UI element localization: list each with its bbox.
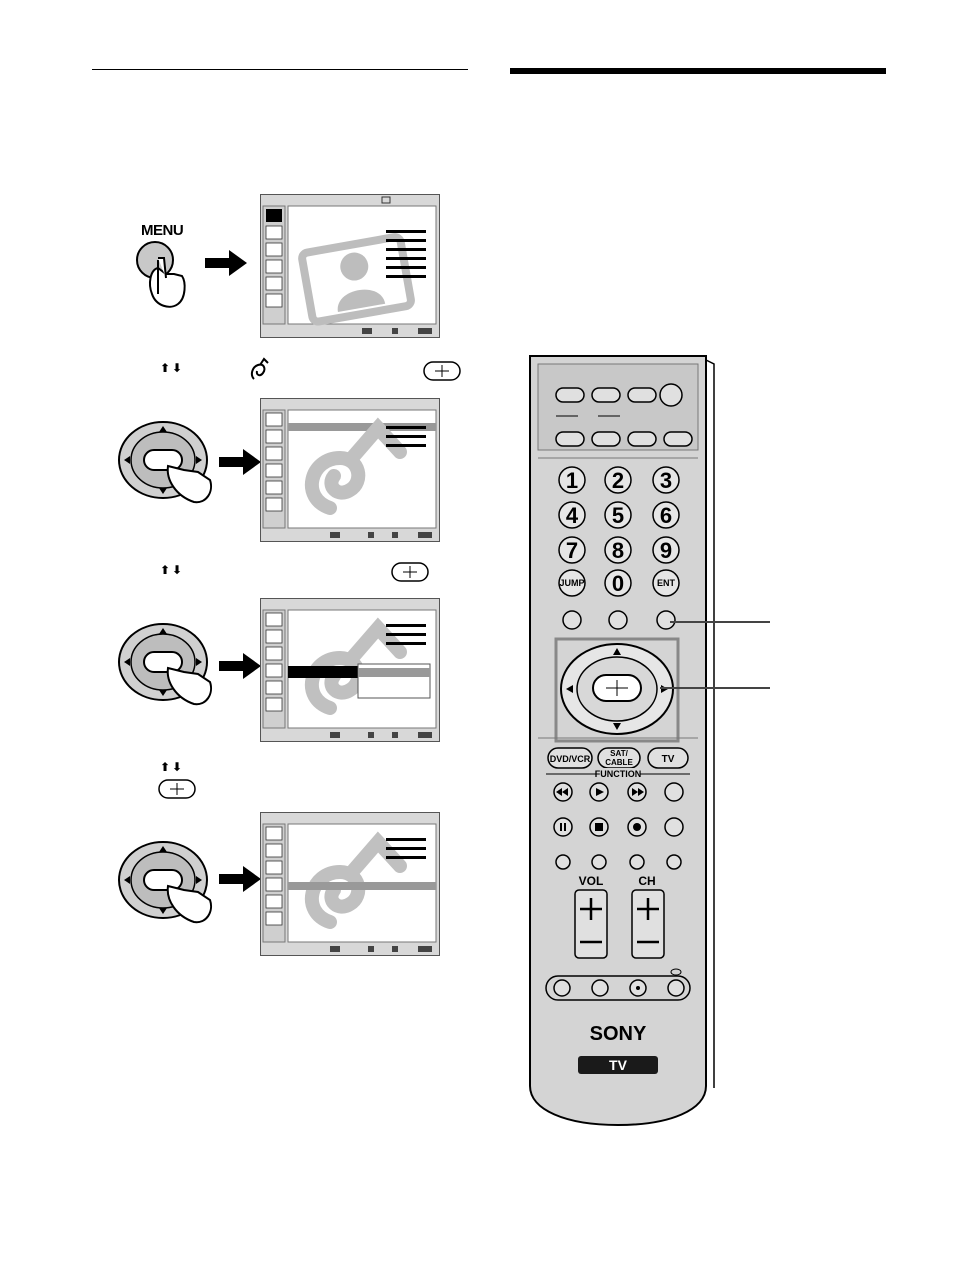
number-key-label: 2 (612, 468, 624, 493)
number-key-0[interactable] (604, 569, 632, 597)
joystick-pad-illustration (118, 841, 212, 924)
number-key-label: JUMP (559, 578, 584, 588)
number-key-5[interactable] (604, 501, 632, 529)
number-key-label: 8 (612, 538, 624, 563)
number-key-label: 7 (566, 538, 578, 563)
arrow-right-icon (205, 250, 247, 276)
number-key-jump[interactable] (558, 569, 586, 597)
number-key-3[interactable] (652, 466, 680, 494)
arrow-right-icon (219, 866, 261, 892)
number-key-1[interactable] (558, 466, 586, 494)
ch-label: CH (638, 874, 655, 888)
left-column-rule (92, 69, 468, 70)
enter-button-icon (423, 361, 461, 381)
enter-button-icon (391, 562, 429, 582)
number-key-8[interactable] (604, 536, 632, 564)
number-key-7[interactable] (558, 536, 586, 564)
function-button-satcable[interactable]: SAT/ (610, 749, 628, 758)
osd-screen-picture (260, 194, 440, 338)
osd-screen-sound-result (260, 812, 440, 956)
number-key-label: 1 (566, 468, 578, 493)
number-key-4[interactable] (558, 501, 586, 529)
joystick-pad-illustration (118, 421, 212, 504)
osd-screen-sound-submenu (260, 598, 440, 742)
model-badge: TV (609, 1057, 628, 1073)
function-label: FUNCTION (595, 769, 642, 779)
number-key-label: 3 (660, 468, 672, 493)
sound-menu-icon (250, 357, 269, 380)
arrow-right-icon (219, 449, 261, 475)
menu-press-hand-illustration (136, 241, 186, 308)
number-key-ent[interactable] (652, 569, 680, 597)
number-key-9[interactable] (652, 536, 680, 564)
up-down-arrows-label: ⬆⬇ (160, 563, 185, 577)
number-key-label: 0 (612, 571, 624, 596)
number-key-label: 9 (660, 538, 672, 563)
callout-line-top (670, 621, 770, 623)
number-key-6[interactable] (652, 501, 680, 529)
function-button-dvdvcr[interactable]: DVD/VCR (550, 754, 591, 764)
function-button-satcable-line2[interactable]: CABLE (605, 758, 633, 767)
osd-screen-sound (260, 398, 440, 542)
right-column-rule (510, 68, 886, 74)
menu-button-label: MENU (141, 222, 184, 239)
number-key-label: 6 (660, 503, 672, 528)
function-button-tv[interactable]: TV (662, 754, 675, 765)
arrow-right-icon (219, 653, 261, 679)
number-key-label: 4 (566, 503, 579, 528)
up-down-arrows-label: ⬆⬇ (160, 361, 185, 375)
up-down-arrows-label: ⬆⬇ (160, 760, 185, 774)
number-key-label: 5 (612, 503, 624, 528)
callout-line-joystick (660, 687, 770, 689)
brand-logo: SONY (590, 1023, 647, 1045)
number-key-2[interactable] (604, 466, 632, 494)
enter-button-icon (158, 779, 196, 799)
joystick-pad-illustration (118, 623, 212, 706)
vol-label: VOL (579, 874, 604, 888)
number-key-label: ENT (657, 578, 676, 588)
